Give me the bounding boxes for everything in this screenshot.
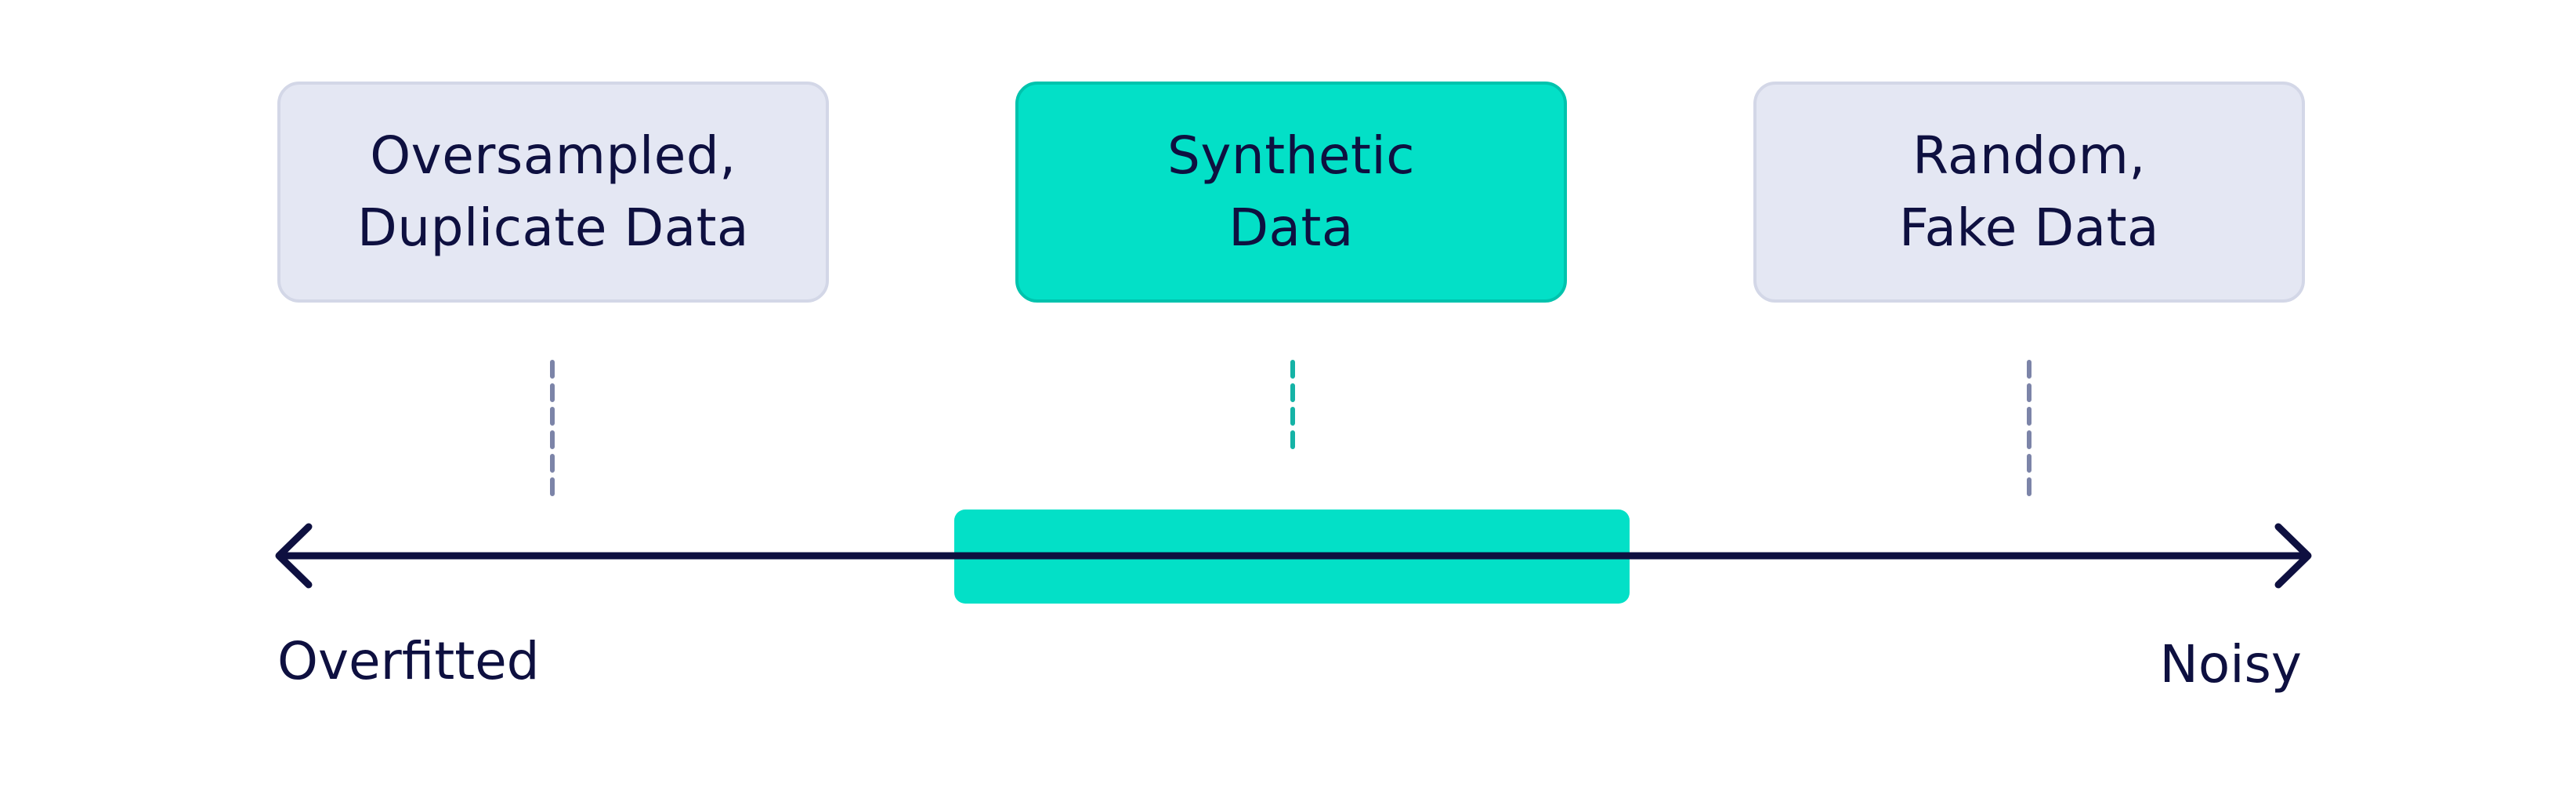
card-label-line: Oversampled,: [370, 125, 736, 186]
axis-label-noisy: Noisy: [2159, 634, 2302, 695]
card-label-line: Duplicate Data: [356, 198, 749, 258]
card-label-line: Synthetic: [1167, 125, 1416, 186]
arrow-left-icon: [275, 523, 313, 589]
synthetic-data-card: Synthetic Data: [1015, 82, 1567, 303]
axis-label-overfitted: Overfitted: [277, 631, 540, 691]
card-label-line: Data: [1228, 198, 1354, 258]
random-fake-data-card: Random, Fake Data: [1753, 82, 2305, 303]
card-label: Random, Fake Data: [1899, 120, 2159, 264]
oversampled-duplicate-data-card: Oversampled, Duplicate Data: [277, 82, 829, 303]
card-label-line: Random,: [1912, 125, 2146, 186]
arrow-right-icon: [2274, 523, 2312, 589]
card-label: Synthetic Data: [1167, 120, 1415, 264]
card-label: Oversampled, Duplicate Data: [357, 120, 749, 264]
card-label-line: Fake Data: [1899, 198, 2159, 258]
